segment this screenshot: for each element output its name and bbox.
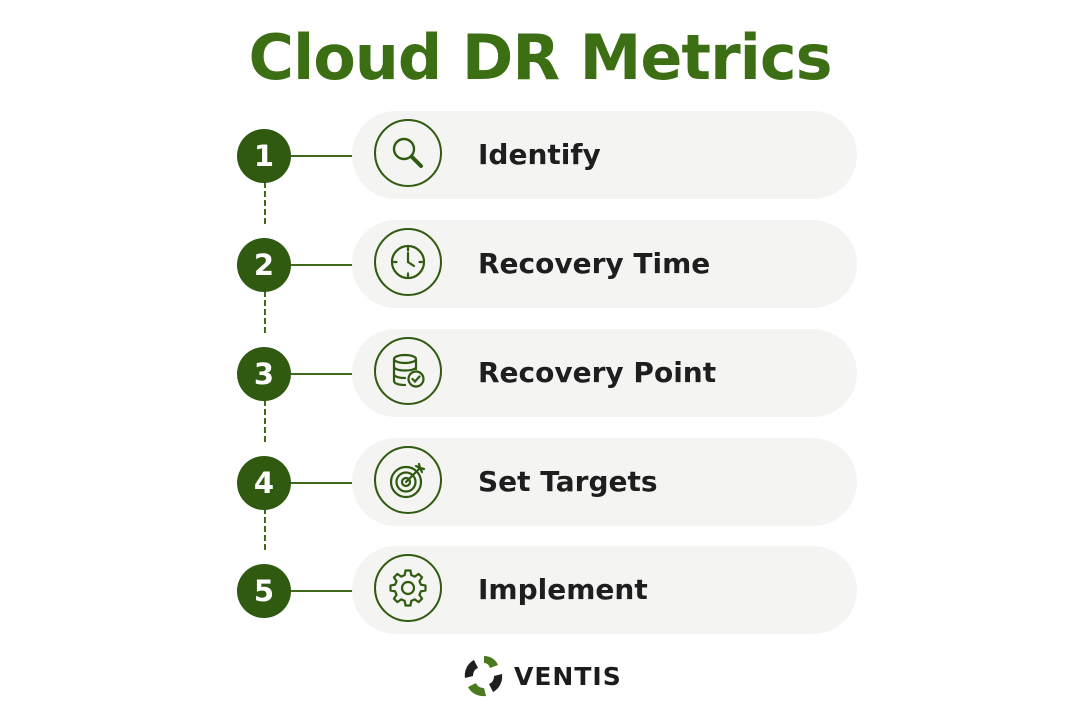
timeline-dash bbox=[264, 291, 266, 333]
step-label: Recovery Time bbox=[478, 247, 711, 280]
step-number-badge: 4 bbox=[237, 456, 291, 510]
step-number-badge: 1 bbox=[237, 129, 291, 183]
database-check-icon bbox=[374, 337, 442, 405]
step-label: Set Targets bbox=[478, 465, 658, 498]
step-connector bbox=[291, 373, 353, 375]
step-number-badge: 3 bbox=[237, 347, 291, 401]
step-label: Identify bbox=[478, 138, 601, 171]
step-number-badge: 2 bbox=[237, 238, 291, 292]
timeline-dash bbox=[264, 400, 266, 442]
step-item: 1 Identify bbox=[0, 111, 1080, 201]
step-label: Implement bbox=[478, 573, 648, 606]
step-item: 5 Implement bbox=[0, 546, 1080, 636]
ventis-logo-icon bbox=[464, 656, 503, 697]
step-card: Recovery Point bbox=[352, 329, 857, 417]
step-card: Recovery Time bbox=[352, 220, 857, 308]
gear-icon bbox=[374, 554, 442, 622]
page-title: Cloud DR Metrics bbox=[248, 21, 832, 94]
step-connector bbox=[291, 155, 353, 157]
timeline-dash bbox=[264, 182, 266, 224]
step-connector bbox=[291, 590, 353, 592]
step-card: Set Targets bbox=[352, 438, 857, 526]
step-connector bbox=[291, 482, 353, 484]
clock-icon bbox=[374, 228, 442, 296]
timeline-dash bbox=[264, 508, 266, 550]
step-item: 4 Set Targets bbox=[0, 438, 1080, 528]
brand-footer: VENTIS bbox=[460, 652, 640, 702]
step-item: 2 Recovery Time bbox=[0, 220, 1080, 310]
step-label: Recovery Point bbox=[478, 356, 717, 389]
step-number-badge: 5 bbox=[237, 564, 291, 618]
step-connector bbox=[291, 264, 353, 266]
step-card: Implement bbox=[352, 546, 857, 634]
brand-name: VENTIS bbox=[514, 662, 622, 691]
step-item: 3 Recovery Point bbox=[0, 329, 1080, 419]
step-card: Identify bbox=[352, 111, 857, 199]
target-arrow-icon bbox=[374, 446, 442, 514]
magnifying-glass-icon bbox=[374, 119, 442, 187]
